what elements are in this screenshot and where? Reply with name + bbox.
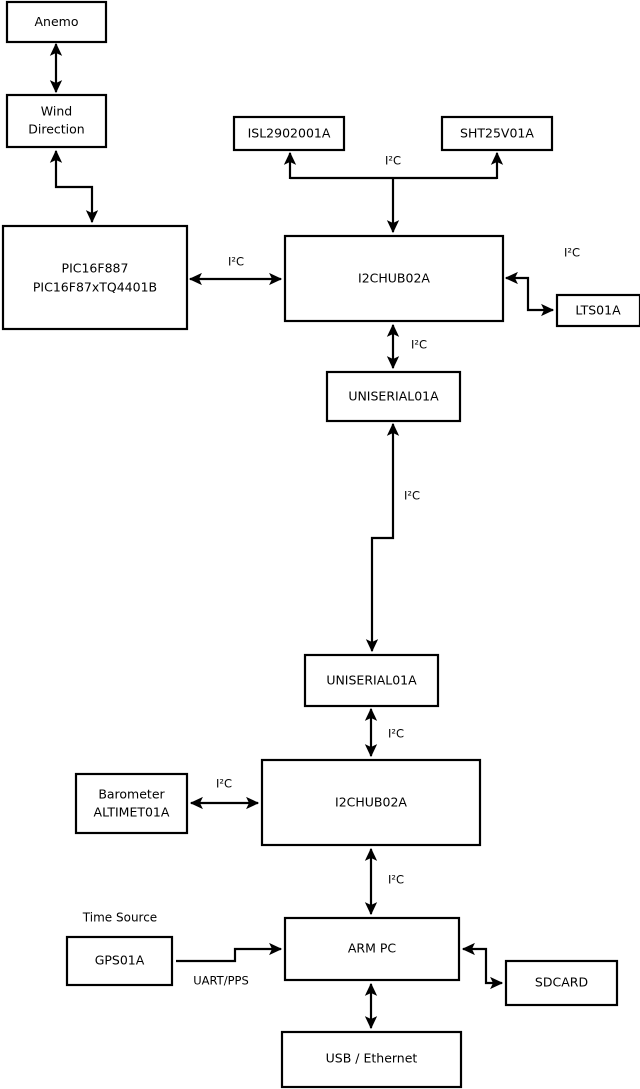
node-label: I2CHUB02A [335,795,407,810]
node-box[interactable] [283,234,505,323]
edge-line [461,942,504,990]
node-box[interactable] [1,224,189,331]
edge-uniserial-hub-bot: I²C [364,707,404,758]
node-uniserial01a-top[interactable]: UNISERIAL01A [325,370,462,423]
edge-label-hub-lts: I²C [564,246,580,260]
node-gps01a[interactable]: GPS01A [65,935,174,987]
node-box[interactable] [325,370,462,423]
node-barometer-altimet01a[interactable]: Barometer ALTIMET01A [74,772,189,835]
node-label-line2: Direction [28,122,84,137]
edge-line [49,149,99,224]
edge-barometer-hub-bot: I²C [189,777,260,810]
edge-hub-uniserial-top: I²C [386,323,427,370]
node-i2chub02a-top[interactable]: I2CHUB02A [283,234,505,323]
edge-label-uniserial-link: I²C [404,489,420,503]
node-label: UNISERIAL01A [348,389,439,404]
node-wind-direction[interactable]: Wind Direction [5,93,108,149]
node-label: Wind [41,104,72,119]
node-pic-mcu[interactable]: PIC16F887 PIC16F87xTQ4401B [1,224,189,331]
node-usb-ethernet[interactable]: USB / Ethernet [280,1030,463,1089]
node-label: PIC16F887 [62,261,129,276]
edge-uniserial-uniserial: I²C [365,422,420,653]
node-box[interactable] [260,758,482,847]
node-anemo[interactable]: Anemo [5,0,108,44]
node-box[interactable] [5,0,108,44]
node-label: USB / Ethernet [326,1051,418,1066]
edge-label-pic-hub: I²C [228,255,244,269]
node-i2chub02a-bottom[interactable]: I2CHUB02A [260,758,482,847]
node-label: GPS01A [95,953,145,968]
edge-hub-bot-armpc: I²C [364,847,404,916]
node-label: ARM PC [348,941,397,956]
node-box[interactable] [74,772,189,835]
edge-wind-pic [49,149,99,224]
node-box[interactable] [440,115,554,152]
edge-label-hub-armpc: I²C [388,873,404,887]
node-sdcard[interactable]: SDCARD [504,959,619,1007]
node-box[interactable] [303,653,440,708]
node-box[interactable] [283,916,461,982]
node-arm-pc[interactable]: ARM PC [283,916,461,982]
node-label: SHT25V01A [460,126,534,141]
node-box[interactable] [555,293,640,328]
edge-hub-lts: I²C [504,246,580,317]
edge-label-gps-armpc: UART/PPS [193,974,249,988]
node-box[interactable] [5,93,108,149]
node-label: I2CHUB02A [358,271,430,286]
node-label: UNISERIAL01A [326,673,417,688]
node-label: ISL2902001A [248,126,331,141]
edge-label-uniserial-hub: I²C [388,727,404,741]
edge-label-baro-hub: I²C [216,777,232,791]
node-label-line2: PIC16F87xTQ4401B [33,280,157,295]
node-uniserial01a-bottom[interactable]: UNISERIAL01A [303,653,440,708]
node-label: Barometer [98,787,165,802]
node-box[interactable] [232,115,346,152]
node-lts01a[interactable]: LTS01A [555,293,640,328]
node-box[interactable] [504,959,619,1007]
edge-pic-hub-top: I²C [188,255,283,286]
node-label: LTS01A [575,303,621,318]
node-box[interactable] [65,935,174,987]
edge-label-hub-uniserial: I²C [411,338,427,352]
node-label-line2: ALTIMET01A [94,805,170,820]
edge-armpc-sdcard [461,942,504,990]
edge-line [176,942,283,963]
edge-hub-sensors-bus: I²C [283,151,504,234]
node-box[interactable] [280,1030,463,1089]
label-time-source: Time Source [82,911,157,925]
node-label: SDCARD [535,975,588,990]
edge-gps-armpc: UART/PPS [176,942,283,988]
edge-line [504,271,555,317]
edge-line [365,422,400,653]
node-sht25v01a[interactable]: SHT25V01A [440,115,554,152]
edge-label-hub-sensors: I²C [385,154,401,168]
node-label: Anemo [35,14,79,29]
node-isl2902001a[interactable]: ISL2902001A [232,115,346,152]
